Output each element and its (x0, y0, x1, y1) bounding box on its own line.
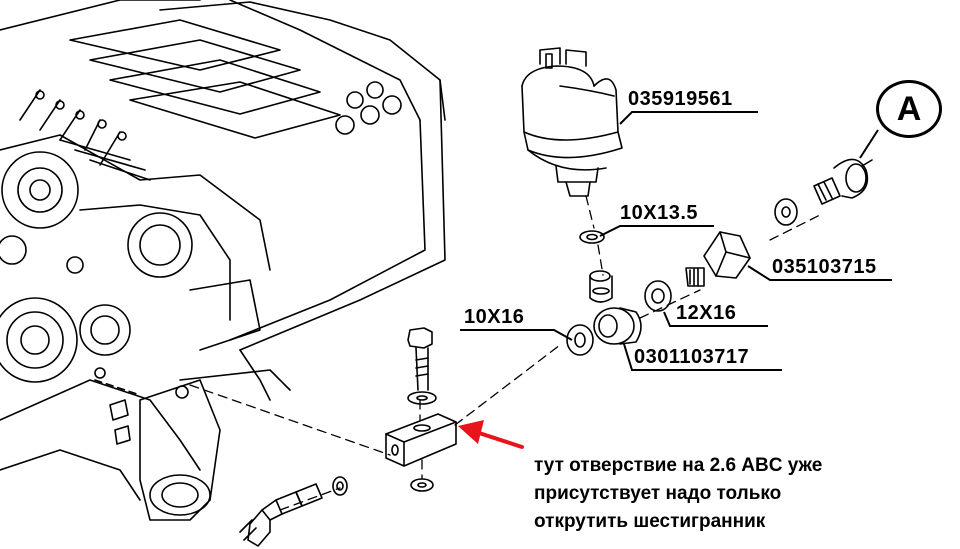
part-label-hex-bolt: 035103715 (772, 256, 877, 278)
washer-12x16 (644, 280, 672, 312)
oil-pressure-sensor (521, 47, 623, 197)
annotation-note: тут отверствие на 2.6 ABC уже присутству… (534, 452, 822, 536)
washer-a-side (774, 198, 798, 226)
washer-block-bottom (410, 478, 434, 492)
washer-sender (332, 476, 348, 496)
note-line-2: присутствует надо только (534, 483, 782, 504)
red-arrow (458, 420, 524, 449)
adapter-nipple (589, 270, 613, 303)
banjo-fitting (593, 307, 642, 345)
assembly-axis-lines (189, 195, 821, 511)
temperature-sender (239, 483, 323, 547)
banjo-bolt-a-side (813, 158, 873, 205)
part-label-sensor: 035919561 (628, 88, 733, 110)
vertical-bolt (407, 327, 433, 391)
part-label-washer-10x13.5: 10X13.5 (620, 202, 699, 224)
engine-block-drawing (0, 0, 446, 521)
washer-block-top (407, 391, 437, 405)
note-line-3: открутить шестигранник (534, 511, 766, 532)
leader-lines (460, 111, 892, 371)
washer-10x13.5 (579, 230, 605, 244)
washer-10x16 (566, 324, 594, 356)
part-label-banjo-fitting: 0301103717 (634, 346, 750, 368)
note-line-1: тут отверствие на 2.6 ABC уже (534, 455, 823, 476)
adapter-block (385, 413, 457, 467)
part-label-washer-10x16: 10X16 (464, 306, 525, 328)
callout-a: A (876, 80, 942, 138)
part-label-washer-12x16: 12X16 (676, 302, 737, 324)
hex-bolt (685, 231, 751, 287)
